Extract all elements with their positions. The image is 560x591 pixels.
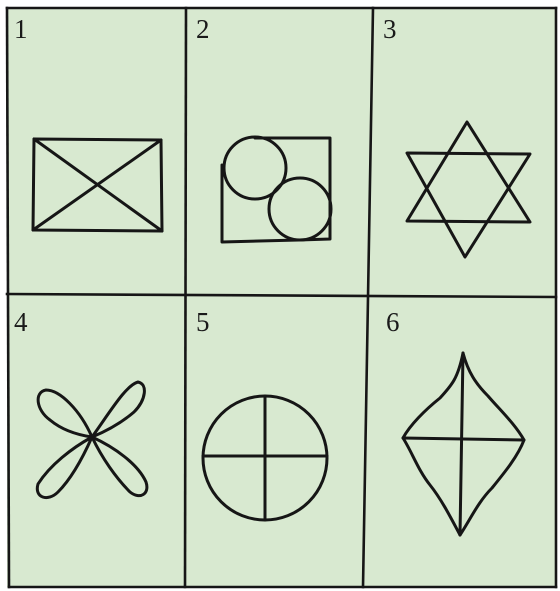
panel-number: 4 — [14, 307, 28, 337]
panel-number: 3 — [383, 14, 397, 44]
panel-number: 2 — [196, 14, 210, 44]
panel-number: 1 — [14, 14, 28, 44]
panel-number: 6 — [386, 307, 400, 337]
panel-number: 5 — [196, 307, 210, 337]
